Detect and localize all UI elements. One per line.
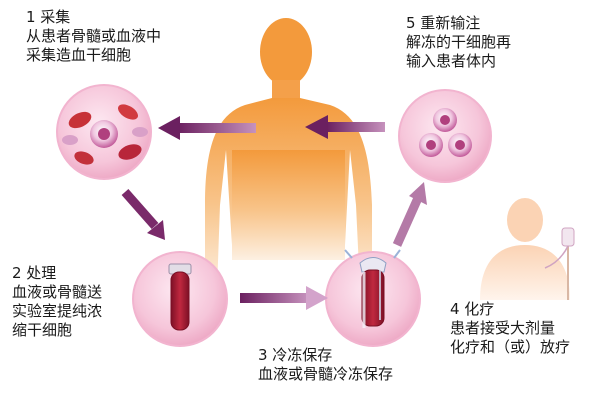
step1-title: 1 采集: [26, 8, 71, 26]
step3-title: 3 冷冻保存: [258, 346, 333, 364]
step4-label: 4 化疗 患者接受大剂量 化疗和（或）放疗: [450, 300, 570, 357]
step1-desc-line1: 从患者骨髓或血液中: [26, 27, 162, 45]
step2-label: 2 处理 血液或骨髓送 实验室提纯浓 缩干细胞: [12, 264, 102, 340]
step2-title: 2 处理: [12, 264, 57, 282]
step1-desc-line2: 采集造血干细胞: [26, 46, 132, 64]
arrow-reinfusion-to-body: [305, 115, 385, 139]
step3-desc-line1: 血液或骨髓冷冻保存: [258, 365, 394, 383]
step5-desc-line2: 输入患者体内: [406, 52, 497, 70]
step5-desc-line1: 解冻的干细胞再: [406, 33, 512, 51]
chemotherapy-patient-icon: [480, 198, 575, 300]
step4-desc-line2: 化疗和（或）放疗: [450, 338, 571, 356]
step2-desc-line1: 血液或骨髓送: [12, 283, 103, 301]
processing-tube-icon: [132, 251, 228, 347]
step2-desc-line2: 实验室提纯浓: [12, 302, 103, 320]
arrow-processing-to-storage: [240, 286, 328, 310]
arrow-storage-to-reinfusion: [392, 182, 427, 247]
human-body-silhouette: [205, 18, 372, 290]
arrow-body-to-collection: [158, 116, 256, 140]
step4-title: 4 化疗: [450, 300, 495, 318]
step3-label: 3 冷冻保存 血液或骨髓冷冻保存: [258, 346, 393, 384]
step4-desc-line1: 患者接受大剂量: [450, 319, 556, 337]
step5-title: 5 重新输注: [406, 14, 481, 32]
reinfusion-cells-icon: [398, 89, 492, 183]
step1-label: 1 采集 从患者骨髓或血液中 采集造血干细胞: [26, 8, 161, 65]
collection-cells-icon: [56, 84, 152, 180]
cryo-storage-icon: [325, 249, 421, 347]
step5-label: 5 重新输注 解冻的干细胞再 输入患者体内: [406, 14, 511, 71]
step2-desc-line3: 缩干细胞: [12, 321, 73, 339]
arrow-collection-to-processing: [121, 189, 165, 240]
